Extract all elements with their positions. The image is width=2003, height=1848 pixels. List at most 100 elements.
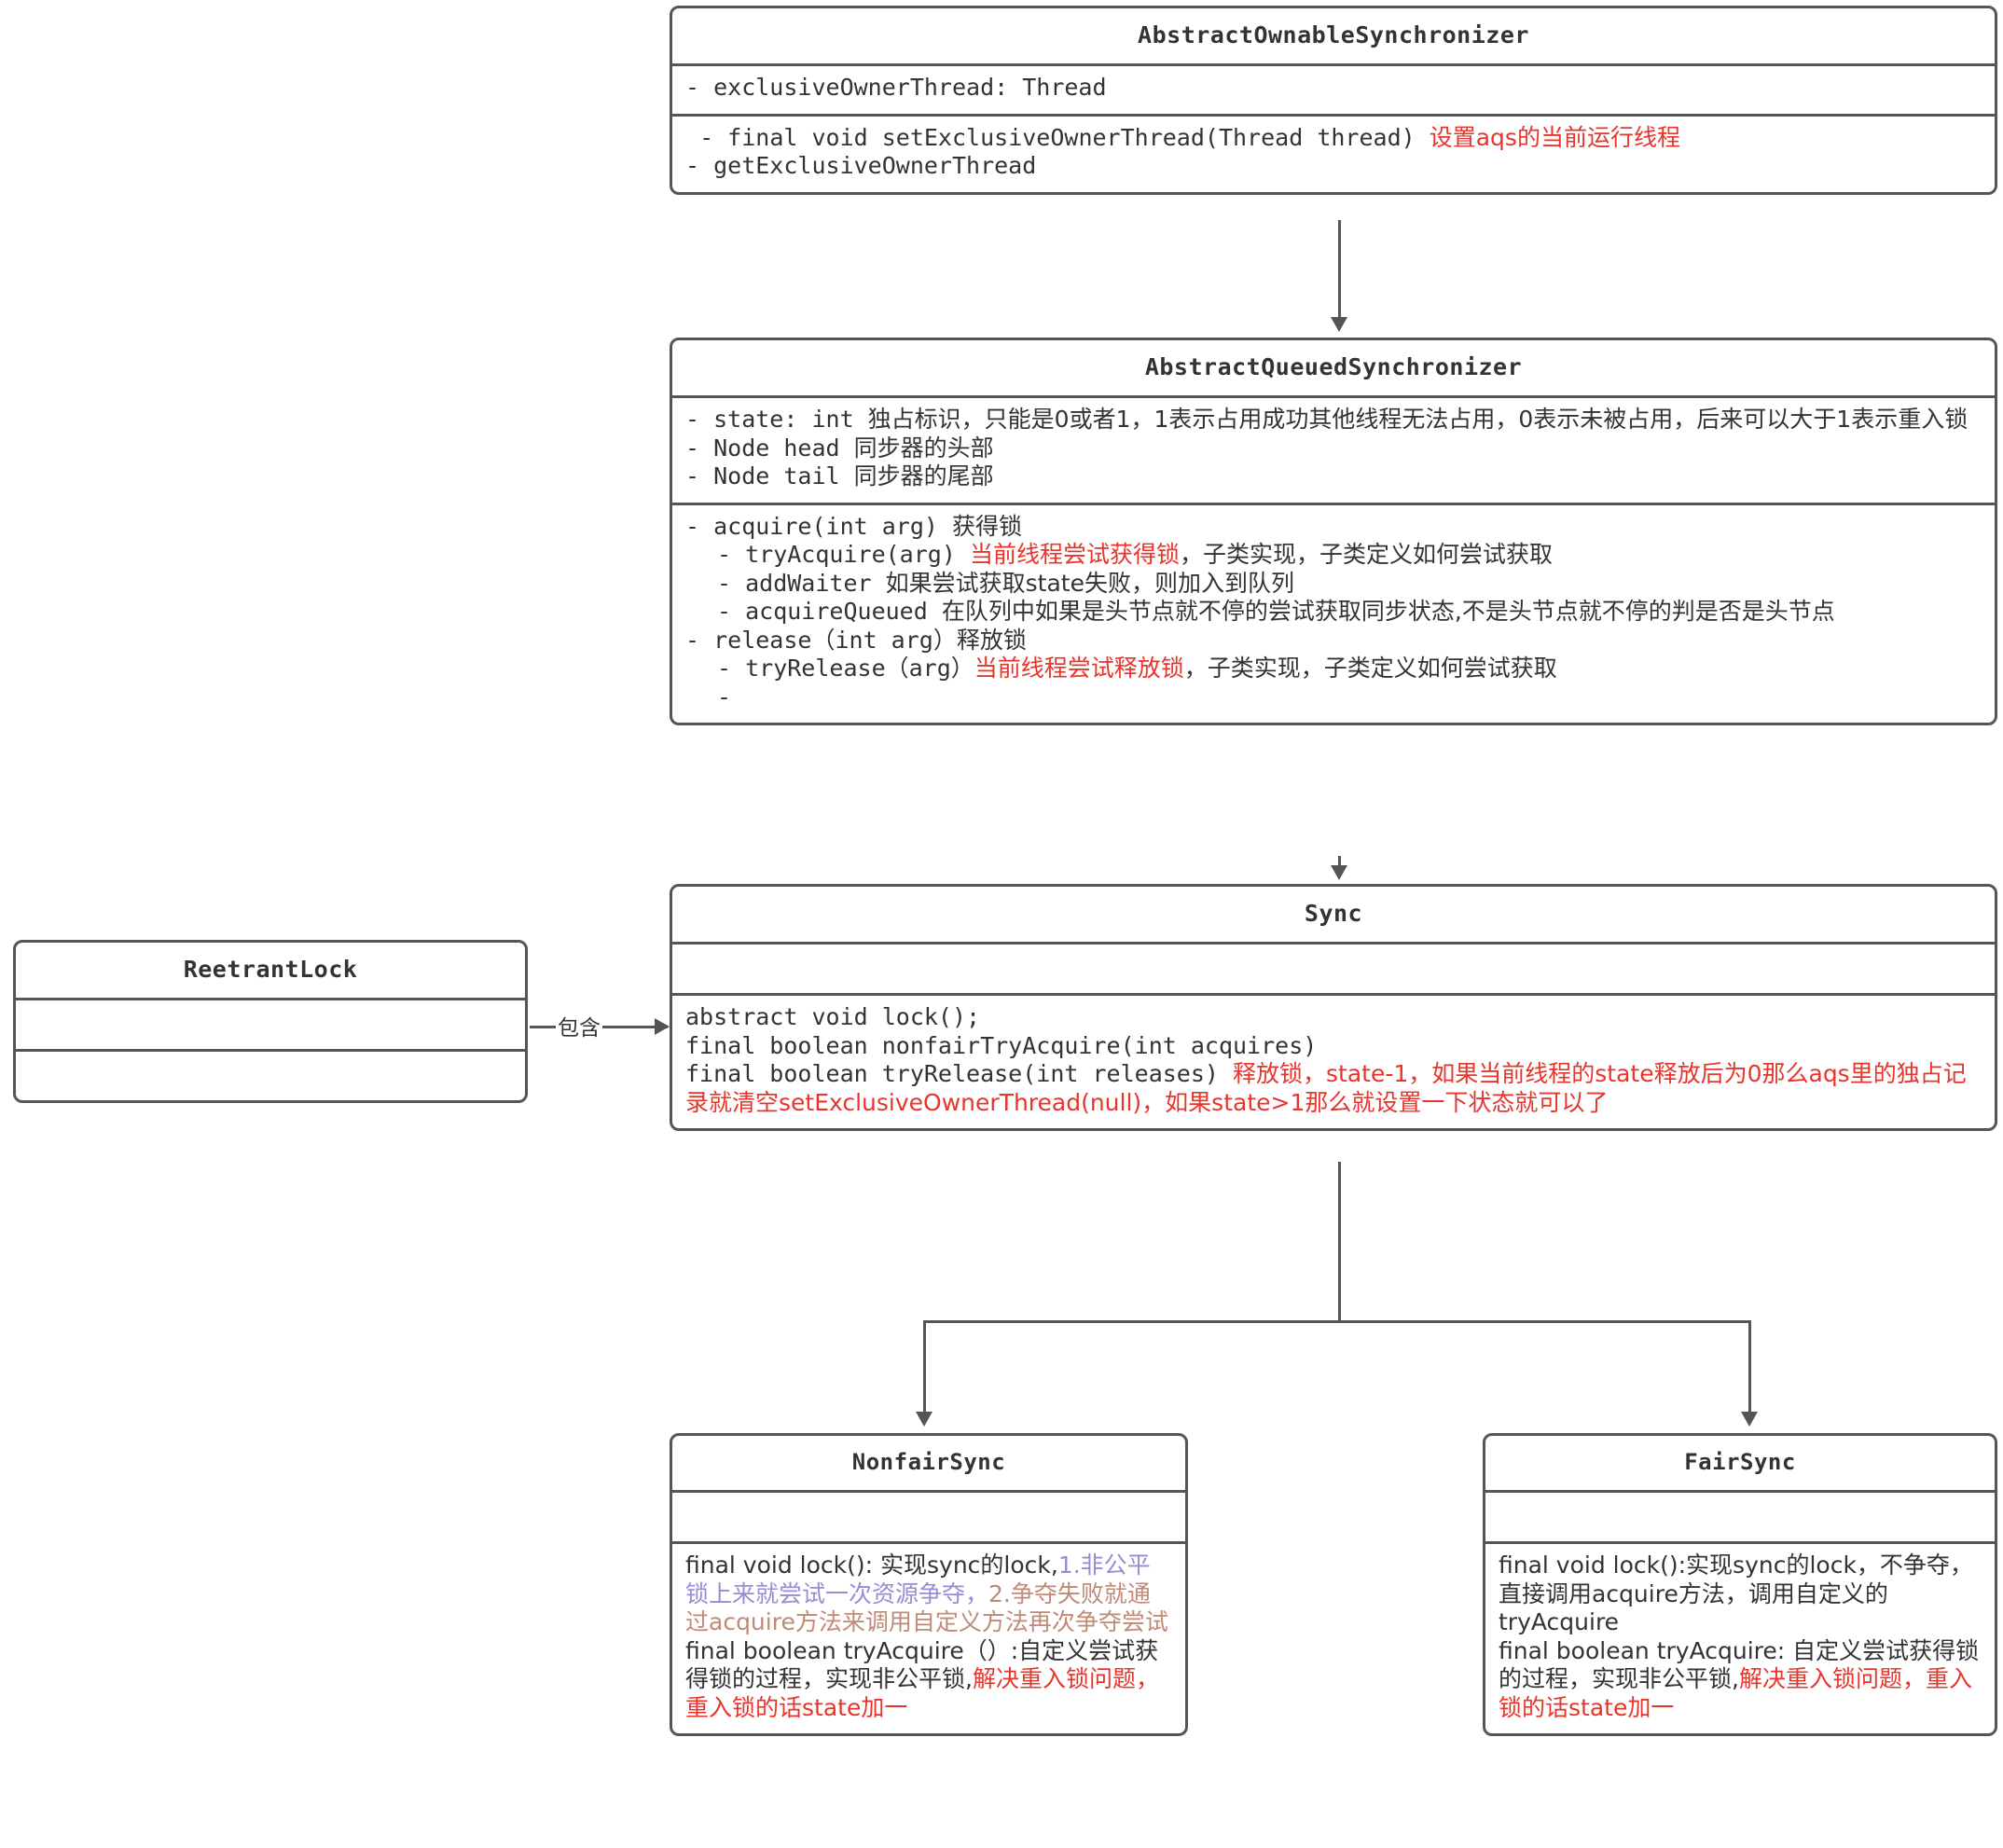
connector-sync-branch-bar — [923, 1320, 1751, 1323]
method-row: final void lock(): 实现sync的lock,1.非公平锁上来就… — [685, 1551, 1172, 1637]
class-box-abstract-ownable-synchronizer[interactable]: AbstractOwnableSynchronizer - exclusiveO… — [670, 6, 1997, 195]
method-row: final boolean tryAcquire（）:自定义尝试获得锁的过程，实… — [685, 1637, 1172, 1723]
method-annotation: 释放锁 — [956, 626, 1027, 654]
method-row: - final void setExclusiveOwnerThread(Thr… — [685, 124, 1982, 153]
method-row: - acquire(int arg) 获得锁 — [685, 513, 1982, 542]
arrowhead-fairsync — [1741, 1412, 1758, 1427]
method-signature: final void lock(): 实现sync的lock, — [685, 1551, 1058, 1579]
method-annotation: 在队列中如果是头节点就不停的尝试获取同步状态,不是头节点就不停的判是否是头节点 — [941, 598, 1835, 625]
section-divider — [1485, 1541, 1995, 1544]
field-row: - Node tail 同步器的尾部 — [685, 462, 1982, 491]
field-signature: - Node tail — [685, 462, 854, 490]
field-signature: - state: int — [685, 406, 868, 433]
arrowhead-nonfairsync — [916, 1412, 932, 1427]
class-title-sync: Sync — [1304, 900, 1363, 927]
method-annotation: ，子类实现，子类定义如何尝试获取 — [1183, 655, 1557, 682]
method-annotation-red: 解决重入锁问题，重入锁的话state加一 — [1499, 1665, 1972, 1721]
connector-sync-trunk — [1338, 1162, 1341, 1322]
section-divider — [16, 998, 525, 1000]
edge-label-contains: 包含 — [556, 1010, 602, 1041]
method-signature: - final void setExclusiveOwnerThread(Thr… — [685, 123, 1430, 151]
class-box-abstract-queued-synchronizer[interactable]: AbstractQueuedSynchronizer - state: int … — [670, 338, 1997, 725]
method-annotation-red: 解决重入锁问题，重入锁的话state加一 — [685, 1665, 1159, 1721]
field-row: - exclusiveOwnerThread: Thread — [685, 74, 1107, 101]
section-divider — [672, 502, 1995, 505]
connector-aos-to-aqs — [1338, 220, 1341, 321]
method-signature: - release（int arg） — [685, 626, 957, 654]
method-annotation: ，子类实现，子类定义如何尝试获取 — [1179, 541, 1553, 568]
method-row: - release（int arg）释放锁 — [685, 627, 1982, 655]
methods-section-aos: - final void setExclusiveOwnerThread(Thr… — [672, 117, 1995, 192]
arrowhead-sync — [1331, 865, 1347, 880]
method-signature: final boolean tryRelease(int releases) — [685, 1060, 1233, 1087]
method-row: - — [685, 683, 1982, 712]
class-title-abstract-ownable-synchronizer: AbstractOwnableSynchronizer — [1138, 21, 1529, 48]
field-annotation: 独占标识，只能是0或者1，1表示占用成功其他线程无法占用，0表示未被占用，后来可… — [867, 406, 1968, 433]
method-signature: final void lock():实现sync的lock，不争夺，直接调用ac… — [1499, 1551, 1973, 1635]
methods-section-sync: abstract void lock(); final boolean nonf… — [672, 996, 1995, 1128]
arrowhead-aqs — [1331, 317, 1347, 332]
methods-section-reetrant-lock — [16, 1052, 525, 1100]
method-signature: - tryRelease（arg） — [717, 655, 974, 682]
method-row: - acquireQueued 在队列中如果是头节点就不停的尝试获取同步状态,不… — [685, 598, 1982, 627]
method-signature: final boolean tryAcquire（）:自定义尝试获得锁的过程，实… — [685, 1636, 1159, 1693]
fields-section-fair-sync — [1485, 1493, 1995, 1541]
method-annotation-red: 设置aqs的当前运行线程 — [1429, 123, 1680, 151]
field-signature: - Node head — [685, 434, 854, 462]
class-title-abstract-queued-synchronizer: AbstractQueuedSynchronizer — [1144, 353, 1523, 380]
class-box-nonfair-sync[interactable]: NonfairSync final void lock(): 实现sync的lo… — [670, 1433, 1188, 1736]
connector-aqs-to-sync — [1338, 856, 1341, 871]
class-title-reetrant-lock: ReetrantLock — [183, 956, 358, 983]
section-divider — [672, 993, 1995, 996]
method-annotation-purple: 1.非公平锁上来就尝试一次资源争夺， — [685, 1551, 1151, 1607]
method-row: final boolean tryAcquire: 自定义尝试获得锁的过程，实现… — [1499, 1637, 1982, 1723]
methods-section-aqs: - acquire(int arg) 获得锁 - tryAcquire(arg)… — [672, 505, 1995, 724]
section-divider — [672, 63, 1995, 66]
method-annotation-red: 释放锁，state-1，如果当前线程的state释放后为0那么aqs里的独占记录… — [685, 1060, 1967, 1116]
field-annotation: 同步器的尾部 — [853, 462, 994, 490]
class-box-sync[interactable]: Sync abstract void lock(); final boolean… — [670, 884, 1997, 1131]
method-signature: - addWaiter — [717, 569, 886, 597]
method-annotation-red: 当前线程尝试释放锁 — [974, 655, 1184, 682]
section-divider — [672, 942, 1995, 945]
method-row: - addWaiter 如果尝试获取state失败，则加入到队列 — [685, 570, 1982, 599]
method-annotation-red: 当前线程尝试获得锁 — [969, 541, 1180, 568]
field-row: - state: int 独占标识，只能是0或者1，1表示占用成功其他线程无法占… — [685, 406, 1982, 434]
method-annotation: 获得锁 — [951, 512, 1022, 540]
class-box-fair-sync[interactable]: FairSync final void lock():实现sync的lock，不… — [1483, 1433, 1997, 1736]
section-divider — [672, 113, 1995, 117]
section-divider — [672, 1490, 1185, 1493]
section-divider — [16, 1049, 525, 1052]
connector-branch-right — [1748, 1320, 1751, 1417]
method-row: - tryRelease（arg）当前线程尝试释放锁，子类实现，子类定义如何尝试… — [685, 655, 1982, 683]
method-annotation: 如果尝试获取state失败，则加入到队列 — [885, 569, 1294, 597]
method-row: final boolean nonfairTryAcquire(int acqu… — [685, 1031, 1318, 1059]
methods-section-fair-sync: final void lock():实现sync的lock，不争夺，直接调用ac… — [1485, 1544, 1995, 1733]
connector-branch-left — [923, 1320, 926, 1417]
class-title-fair-sync: FairSync — [1684, 1449, 1796, 1475]
arrowhead-sync-from-reetrantlock — [655, 1018, 670, 1035]
methods-section-nonfair-sync: final void lock(): 实现sync的lock,1.非公平锁上来就… — [672, 1544, 1185, 1733]
method-row: final void lock():实现sync的lock，不争夺，直接调用ac… — [1499, 1551, 1982, 1637]
section-divider — [1485, 1490, 1995, 1493]
method-signature: - — [717, 683, 732, 710]
method-row: - tryAcquire(arg) 当前线程尝试获得锁，子类实现，子类定义如何尝… — [685, 541, 1982, 570]
class-title-nonfair-sync: NonfairSync — [851, 1449, 1006, 1475]
method-row: final boolean tryRelease(int releases) 释… — [685, 1060, 1982, 1117]
method-signature: - tryAcquire(arg) — [717, 541, 970, 568]
fields-section-nonfair-sync — [672, 1493, 1185, 1541]
method-row: abstract void lock(); — [685, 1003, 981, 1030]
method-signature: - acquireQueued — [717, 598, 942, 625]
field-row: - Node head 同步器的头部 — [685, 434, 1982, 463]
section-divider — [672, 395, 1995, 398]
section-divider — [672, 1541, 1185, 1544]
fields-section-aos: - exclusiveOwnerThread: Thread — [672, 66, 1995, 114]
method-signature: final boolean tryAcquire: 自定义尝试获得锁的过程，实现… — [1499, 1636, 1980, 1693]
method-row: - getExclusiveOwnerThread — [685, 152, 1037, 179]
field-annotation: 同步器的头部 — [853, 434, 994, 462]
fields-section-aqs: - state: int 独占标识，只能是0或者1，1表示占用成功其他线程无法占… — [672, 398, 1995, 503]
method-annotation-brown: 2.争夺失败就通过acquire方法来调用自定义方法再次争夺尝试 — [685, 1579, 1168, 1636]
method-signature: - acquire(int arg) — [685, 512, 952, 540]
class-box-reetrant-lock[interactable]: ReetrantLock — [13, 940, 528, 1103]
fields-section-sync — [672, 945, 1995, 993]
